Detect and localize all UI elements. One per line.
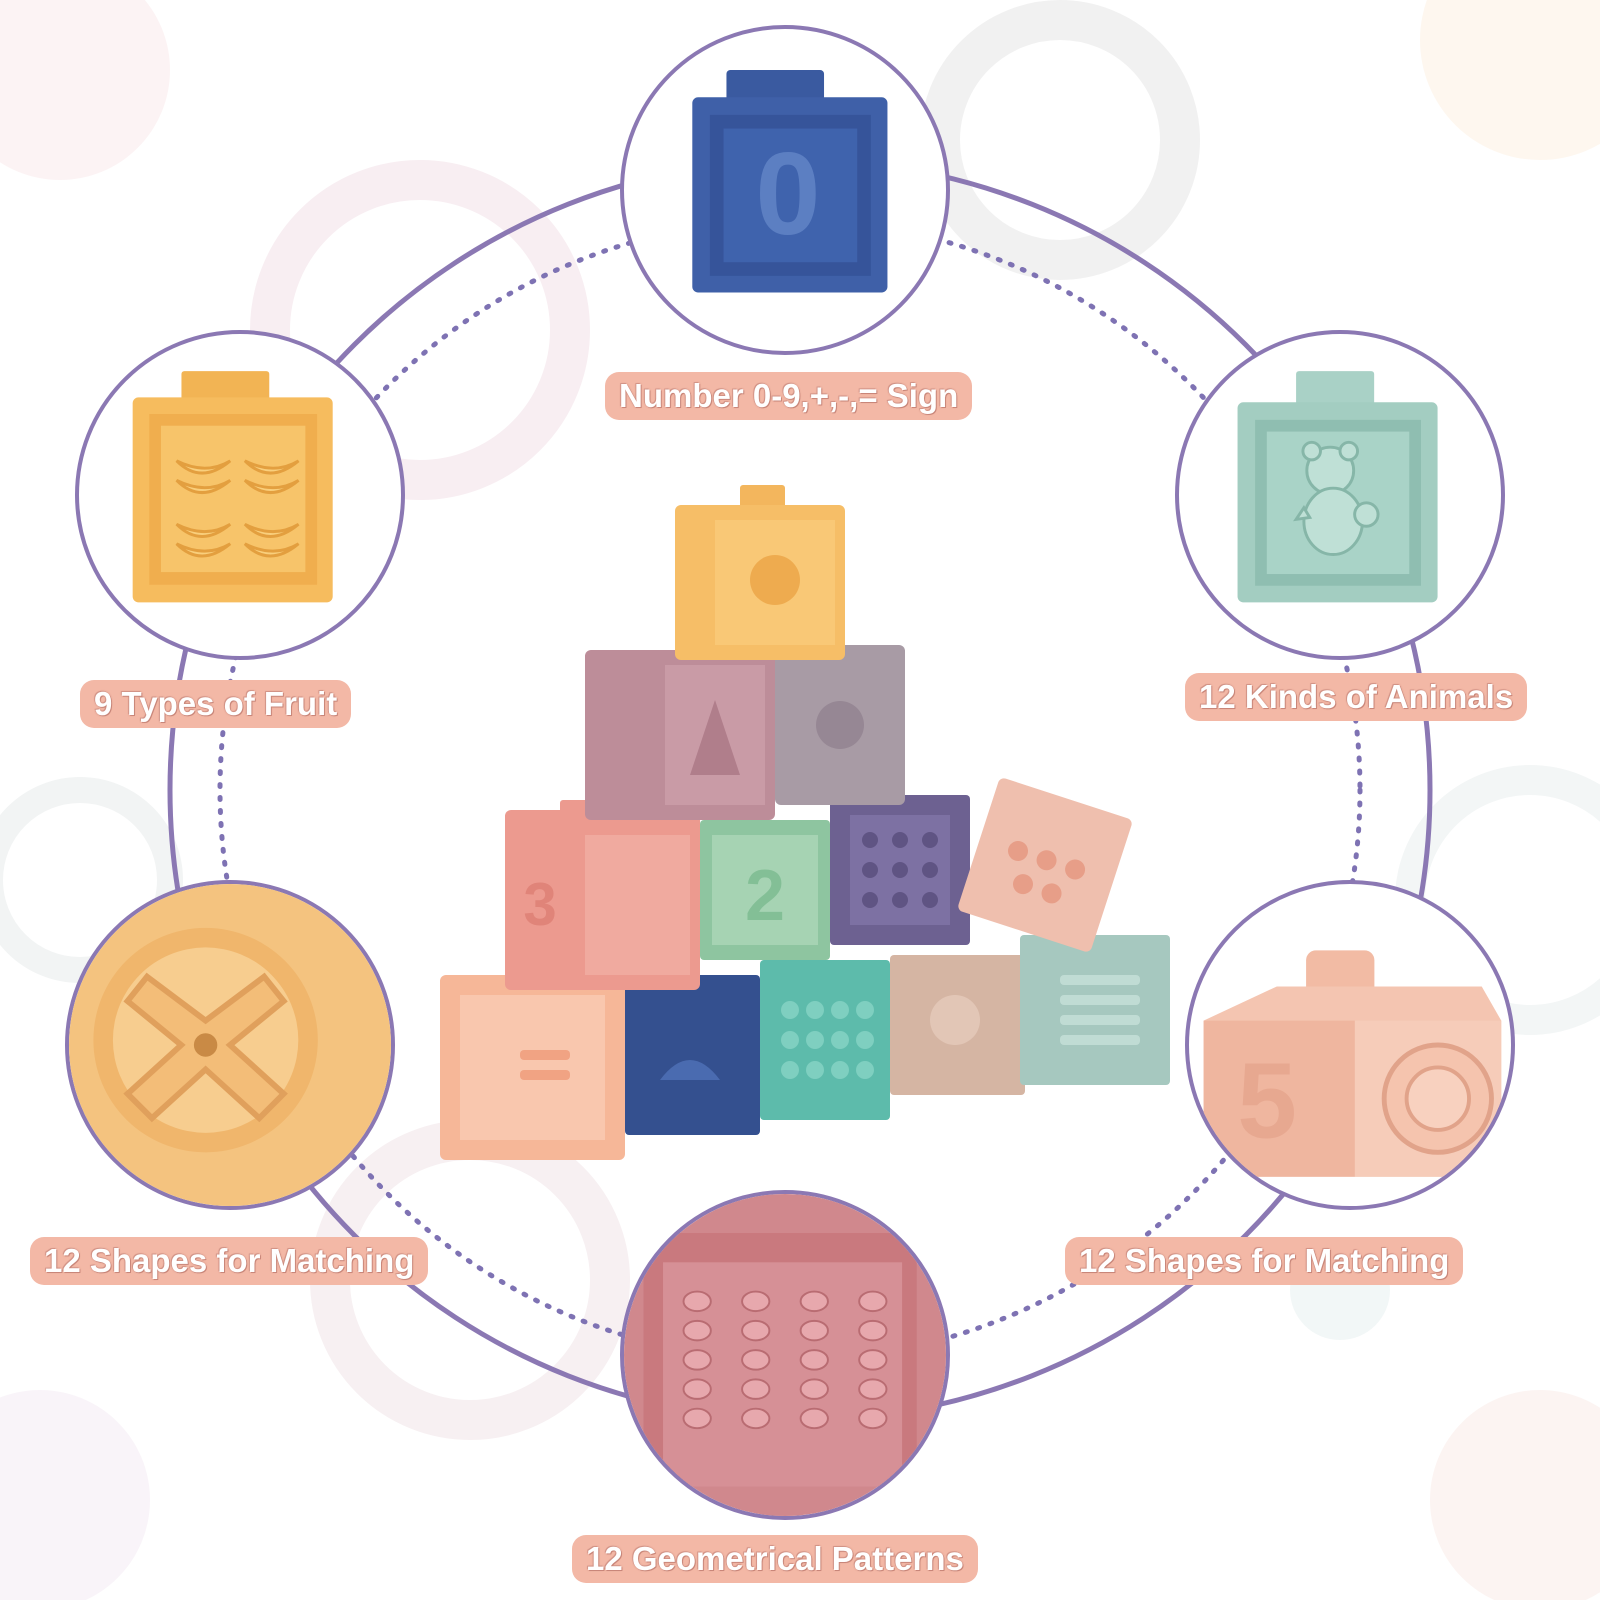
feature-circle-shapes-right: 5: [1185, 880, 1515, 1210]
label-patterns: 12 Geometrical Patterns: [572, 1535, 978, 1583]
feature-circle-fruit: [75, 330, 405, 660]
block-digit-two: 2: [745, 856, 785, 936]
block-teal: [760, 960, 890, 1120]
feature-circle-animals: [1175, 330, 1505, 660]
number-block-icon: 0: [692, 69, 888, 293]
feature-circle-patterns: [620, 1190, 950, 1520]
feature-circle-numbers: 0: [620, 25, 950, 355]
shape-socket-icon: [69, 884, 391, 1206]
fruit-block-icon: [132, 371, 333, 603]
pattern-block-icon: [624, 1194, 946, 1516]
lion-block-icon: 5: [1203, 950, 1502, 1177]
label-numbers: Number 0-9,+,-,= Sign: [605, 372, 973, 420]
block-digit-three: 3: [523, 871, 556, 938]
block-sage: [1020, 935, 1170, 1085]
label-animals: 12 Kinds of Animals: [1185, 673, 1528, 721]
label-fruit: 9 Types of Fruit: [80, 680, 352, 728]
label-shapes-right: 12 Shapes for Matching: [1065, 1237, 1464, 1285]
animal-block-icon: [1237, 371, 1438, 603]
feature-circle-shapes-left: [65, 880, 395, 1210]
block-digit-zero: 0: [755, 128, 820, 259]
block-navy: [625, 975, 760, 1135]
block-digit-five: 5: [1237, 1041, 1297, 1161]
label-shapes-left: 12 Shapes for Matching: [30, 1237, 429, 1285]
